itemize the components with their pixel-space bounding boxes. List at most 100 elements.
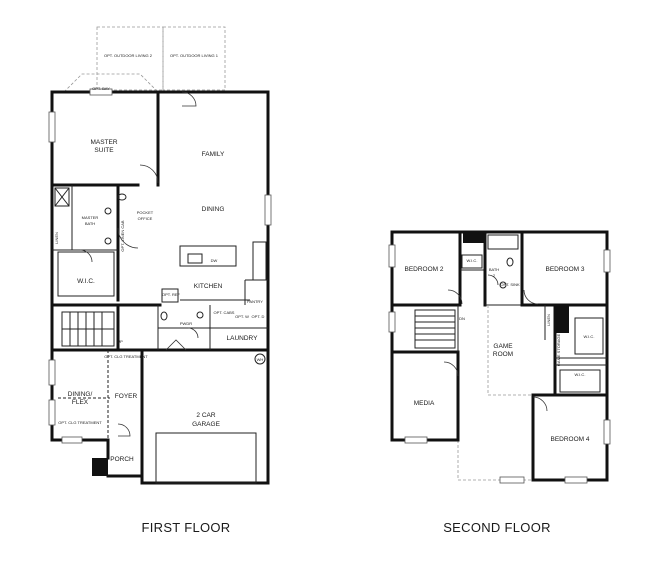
label-bath-2-2: 2 bbox=[493, 273, 496, 278]
label-opt-bay: OPT. BAY bbox=[92, 86, 110, 91]
media-door-swing bbox=[443, 361, 459, 377]
label-wic-bed2: W.I.C. bbox=[467, 258, 478, 263]
bath2-tub bbox=[487, 234, 519, 250]
label-opt-w: OPT. W bbox=[235, 314, 249, 319]
label-linen-2f: LINEN bbox=[546, 314, 551, 326]
powder-door-swing bbox=[187, 327, 199, 339]
flex-window-1 bbox=[48, 359, 56, 386]
bath2-toilet bbox=[506, 257, 514, 267]
second-floor-exterior-left bbox=[390, 230, 460, 442]
label-master-bath-1: MASTER bbox=[82, 215, 99, 220]
bed3-door-swing bbox=[523, 289, 539, 305]
kitchen-island bbox=[179, 245, 237, 267]
label-family: FAMILY bbox=[202, 151, 225, 158]
outdoor-living-1-outline bbox=[162, 26, 226, 91]
label-garage-2: GARAGE bbox=[192, 421, 220, 428]
label-dining-flex-2: FLEX bbox=[72, 399, 89, 406]
garage-entry-door bbox=[165, 339, 187, 351]
lower-window bbox=[499, 476, 525, 484]
wic-bed3-shelving bbox=[574, 317, 604, 355]
wic-bed4-shelving bbox=[559, 369, 601, 393]
label-bedroom-2: BEDROOM 2 bbox=[404, 266, 443, 273]
label-opt-d: OPT. D bbox=[252, 314, 265, 319]
label-opt-cabs: OPT. CABS bbox=[214, 310, 235, 315]
label-porch: PORCH bbox=[110, 456, 134, 463]
bed3-window-right bbox=[603, 249, 611, 273]
label-game-storage: GAME STORAGE bbox=[556, 333, 561, 366]
kitchen-counter bbox=[252, 241, 267, 281]
second-floor-plan: BEDROOM 2 W.I.C. BATH 2 OPT. SINK BEDROO… bbox=[388, 230, 611, 535]
porch-wall bbox=[90, 438, 110, 460]
bed2-door-swing bbox=[447, 289, 463, 305]
label-game-room-1: GAME bbox=[493, 343, 513, 350]
label-media: MEDIA bbox=[414, 400, 435, 407]
label-dining: DINING bbox=[202, 206, 225, 213]
label-dining-flex-1: DINING/ bbox=[68, 391, 93, 398]
flex-window-2 bbox=[48, 399, 56, 426]
label-wic-bed3: W.I.C. bbox=[584, 334, 595, 339]
powder-sink bbox=[196, 311, 204, 319]
front-door-swing bbox=[117, 423, 131, 437]
kitchen-sink bbox=[187, 253, 203, 264]
bay-outline bbox=[63, 73, 159, 93]
wic-bed2-shelving bbox=[461, 254, 483, 269]
label-foyer: FOYER bbox=[115, 393, 138, 400]
label-pocket-office-1: POCKET bbox=[137, 210, 154, 215]
label-outdoor-living-2: OPT. OUTDOOR LIVING 2 bbox=[104, 53, 153, 58]
label-outdoor-living-1: OPT. OUTDOOR LIVING 1 bbox=[170, 53, 219, 58]
master-toilet bbox=[117, 193, 127, 201]
second-floor-exterior-top-right bbox=[390, 230, 609, 397]
master-sink-2 bbox=[104, 237, 112, 245]
game-room-inner-outline bbox=[487, 305, 533, 396]
master-shower bbox=[54, 187, 70, 207]
suite-door-swing bbox=[139, 164, 159, 184]
powder-toilet bbox=[160, 311, 168, 321]
outdoor-living-2-outline bbox=[96, 26, 164, 91]
label-opt-sink: OPT. SINK bbox=[500, 282, 520, 287]
label-master-bath-2: BATH bbox=[85, 221, 95, 226]
bath2-block bbox=[463, 233, 485, 243]
wic-door-swing bbox=[79, 249, 93, 263]
label-laundry: LAUNDRY bbox=[227, 335, 259, 342]
bed2-window-left bbox=[388, 244, 396, 268]
label-up: UP bbox=[117, 339, 123, 344]
bath2-door-swing bbox=[487, 274, 499, 286]
first-floor-plan: OPT. OUTDOOR LIVING 2 OPT. OUTDOOR LIVIN… bbox=[48, 26, 272, 535]
suite-window bbox=[48, 111, 56, 143]
label-garage-1: 2 CAR bbox=[196, 412, 215, 419]
label-dn: DN bbox=[459, 316, 465, 321]
media-window bbox=[404, 436, 428, 444]
label-master-suite-2: SUITE bbox=[94, 147, 114, 154]
bed4-window-right bbox=[603, 419, 611, 445]
bed4-door-swing bbox=[532, 396, 548, 412]
label-linen: LINEN bbox=[54, 232, 59, 244]
bay-window bbox=[89, 88, 113, 96]
fridge-space bbox=[161, 288, 179, 303]
first-floor-caption: FIRST FLOOR bbox=[141, 520, 230, 535]
bed4-window-bottom bbox=[564, 476, 588, 484]
label-opt-clg-treatment-top: OPT. CLG TREATMENT bbox=[104, 354, 148, 359]
label-opt-clg-treatment-bottom: OPT. CLG TREATMENT bbox=[58, 420, 102, 425]
label-master-suite-1: MASTER bbox=[90, 139, 117, 146]
second-floor-lower-outline bbox=[457, 440, 533, 481]
label-opt-ref: OPT. REF bbox=[162, 292, 181, 297]
flex-window-front bbox=[61, 436, 83, 444]
label-kitchen: KITCHEN bbox=[194, 283, 223, 290]
label-pocket-office-2: OFFICE bbox=[138, 216, 153, 221]
garage-door bbox=[155, 432, 257, 484]
label-pantry: PANTRY bbox=[247, 299, 263, 304]
label-game-room-2: ROOM bbox=[493, 351, 513, 358]
pocket-office-door-swing bbox=[117, 227, 139, 249]
label-wh: WH bbox=[257, 357, 264, 362]
rear-door-swing bbox=[181, 91, 197, 107]
bath2-sink bbox=[499, 281, 507, 289]
label-bedroom-4: BEDROOM 4 bbox=[550, 436, 589, 443]
water-heater bbox=[254, 353, 266, 365]
label-opt-linen-cab: OPT. LINEN CAB bbox=[120, 220, 125, 251]
porch-wall-bottom bbox=[106, 474, 144, 485]
label-dw: DW bbox=[211, 258, 218, 263]
second-floor-stairs bbox=[414, 309, 456, 349]
label-pwdr: PWDR bbox=[180, 321, 192, 326]
porch-column bbox=[92, 458, 108, 476]
